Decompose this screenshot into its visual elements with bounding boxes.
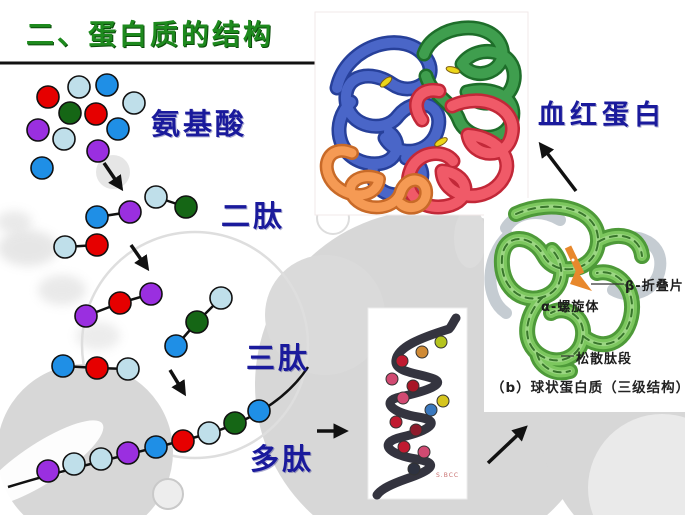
flow-arrows [102, 141, 578, 465]
amino-acid-ball [36, 85, 60, 109]
amino-acid-ball [122, 91, 146, 115]
amino-acid-ball [144, 435, 168, 459]
tertiary-structure-caption: （b）球状蛋白质（三级结构） [491, 380, 685, 396]
slide-title: 二、蛋白质的结构 [26, 18, 275, 51]
label-tripeptide: 三肽 [246, 341, 311, 375]
label-dipeptide: 二肽 [221, 199, 286, 233]
alpha-helix-illustration [372, 313, 461, 500]
label-alpha-helix: α-螺旋体 [541, 300, 600, 315]
amino-acid-ball [74, 304, 98, 328]
amino-acid-ball [85, 233, 109, 257]
label-beta-sheet: β-折叠片 [625, 279, 684, 294]
amino-acid-ball [108, 291, 132, 315]
beta-sheet-arrow [564, 245, 592, 291]
amino-acid-ball [118, 200, 142, 224]
arrow-helix-to-tertiary [486, 425, 528, 465]
arrow-tripeptide-to-polypeptide [168, 369, 187, 397]
amino-acid-ball [223, 411, 247, 435]
amino-acid-ball [174, 195, 198, 219]
tertiary-structure-illustration [484, 207, 667, 373]
amino-acid-ball [86, 139, 110, 163]
amino-acid-ball [116, 441, 140, 465]
amino-acid-molecule-layer [7, 73, 310, 489]
amino-acid-ball [36, 459, 60, 483]
amino-acid-ball [247, 399, 271, 423]
amino-acid-ball [53, 235, 77, 259]
amino-acid-ball [30, 156, 54, 180]
amino-acid-ball [85, 356, 109, 380]
heme-groups [379, 66, 461, 147]
amino-acid-ball [197, 421, 221, 445]
amino-acid-ball [85, 205, 109, 229]
amino-acid-ball [58, 101, 82, 125]
arrow-aminoacid-to-dipeptide [102, 162, 124, 192]
amino-acid-ball [171, 429, 195, 453]
amino-acid-ball [52, 127, 76, 151]
amino-acid-ball [62, 452, 86, 476]
amino-acid-ball [89, 447, 113, 471]
arrow-dipeptide-to-tripeptide [129, 244, 150, 272]
amino-acid-ball [67, 75, 91, 99]
image-watermark: S.BCC [436, 472, 460, 479]
amino-acid-ball [209, 286, 233, 310]
hemoglobin-illustration [327, 28, 515, 208]
amino-acid-ball [84, 102, 108, 126]
amino-acid-ball [139, 282, 163, 306]
arrow-tertiary-to-hemoglobin [538, 141, 578, 193]
amino-acid-ball [185, 310, 209, 334]
amino-acid-ball [164, 334, 188, 358]
label-loose-segment: 松散肽段 [576, 352, 633, 367]
label-amino-acid: 氨基酸 [151, 107, 248, 141]
amino-acid-ball [51, 354, 75, 378]
amino-acid-ball [144, 185, 168, 209]
amino-acid-ball [95, 73, 119, 97]
amino-acid-ball [106, 117, 130, 141]
amino-acid-ball [26, 118, 50, 142]
label-polypeptide: 多肽 [250, 442, 315, 476]
amino-acid-ball [116, 357, 140, 381]
label-hemoglobin: 血红蛋白 [538, 100, 666, 131]
